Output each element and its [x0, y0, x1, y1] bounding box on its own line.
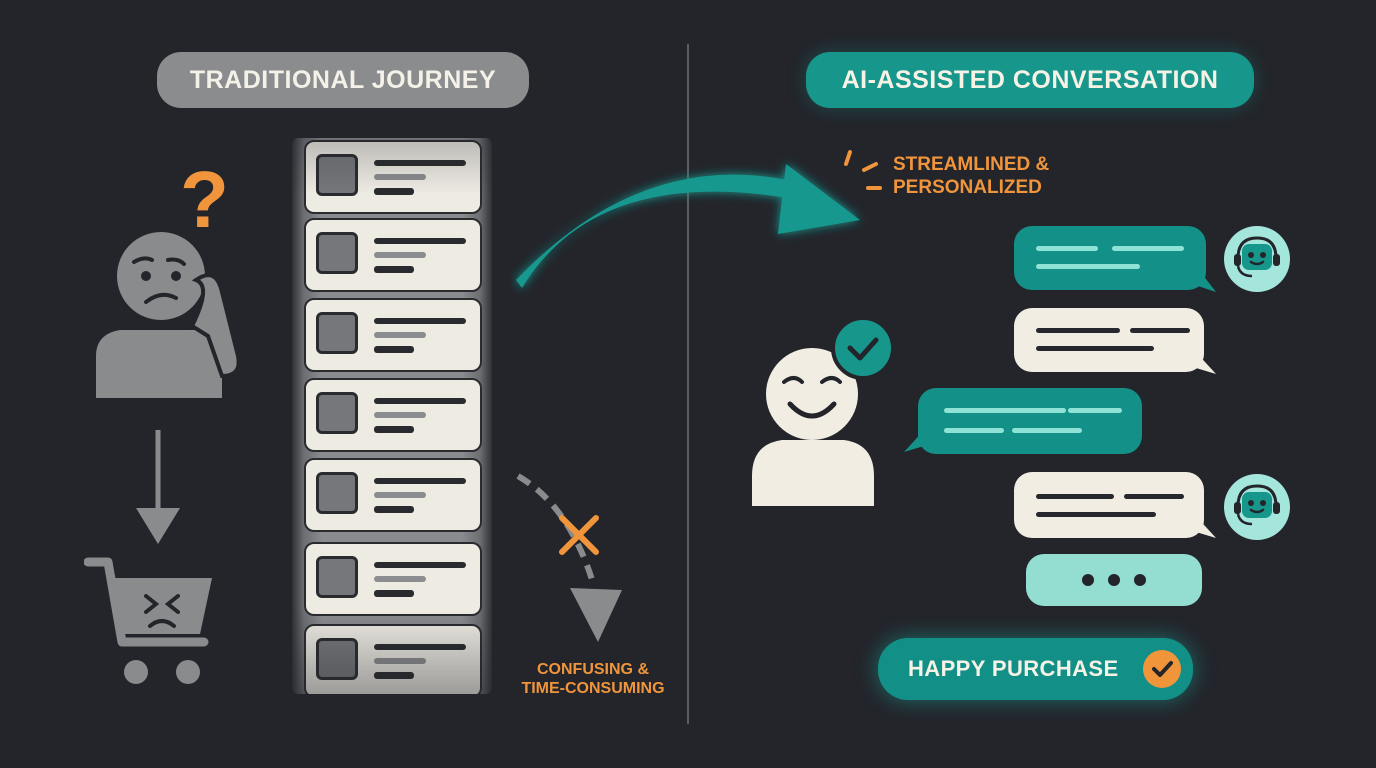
chat-bubble-bot — [1014, 226, 1206, 290]
thumbnail-icon — [316, 472, 358, 514]
thumbnail-icon — [316, 312, 358, 354]
chat-bubble-bot — [918, 388, 1142, 454]
bot-avatar — [1224, 226, 1290, 292]
question-mark-icon: ? — [180, 155, 229, 244]
bot-avatar — [1224, 474, 1290, 540]
list-item — [304, 298, 482, 372]
list-item — [304, 542, 482, 616]
happy-purchase-badge: HAPPY PURCHASE — [878, 638, 1193, 700]
typing-indicator — [1026, 554, 1202, 606]
thumbnail-icon — [316, 154, 358, 196]
list-item — [304, 140, 482, 214]
traditional-journey-header: TRADITIONAL JOURNEY — [157, 52, 529, 108]
ai-conversation-header: AI-ASSISTED CONVERSATION — [806, 52, 1254, 108]
sparkle-icon — [844, 150, 882, 190]
list-item — [304, 378, 482, 452]
streamlined-note: STREAMLINED & PERSONALIZED — [893, 154, 1050, 198]
confused-person-icon — [96, 232, 241, 398]
sad-cart-icon — [84, 557, 212, 684]
section-divider — [687, 44, 689, 724]
robot-headset-icon — [1234, 236, 1280, 278]
happy-purchase-label: HAPPY PURCHASE — [908, 656, 1119, 681]
robot-headset-icon — [1234, 484, 1280, 526]
thumbnail-icon — [316, 638, 358, 680]
bubble-tail — [904, 428, 926, 452]
bubble-tail — [1194, 350, 1216, 374]
list-item — [304, 624, 482, 698]
confusing-note: CONFUSING & TIME-CONSUMING — [521, 661, 665, 698]
list-item — [304, 458, 482, 532]
thumbnail-icon — [316, 232, 358, 274]
check-icon — [1143, 650, 1181, 688]
thumbnail-icon — [316, 392, 358, 434]
down-arrow-icon — [136, 430, 180, 544]
product-list — [292, 138, 492, 698]
bubble-tail — [1196, 266, 1216, 292]
ellipsis-icon — [1082, 574, 1146, 586]
chat-bubble-user — [1014, 472, 1204, 538]
failed-path-arrow-icon — [516, 473, 622, 642]
list-item — [304, 218, 482, 292]
transition-arrow-icon — [516, 164, 860, 288]
happy-person-icon — [752, 316, 895, 506]
thumbnail-icon — [316, 556, 358, 598]
chat-bubble-user — [1014, 308, 1204, 372]
bubble-tail — [1194, 514, 1216, 538]
